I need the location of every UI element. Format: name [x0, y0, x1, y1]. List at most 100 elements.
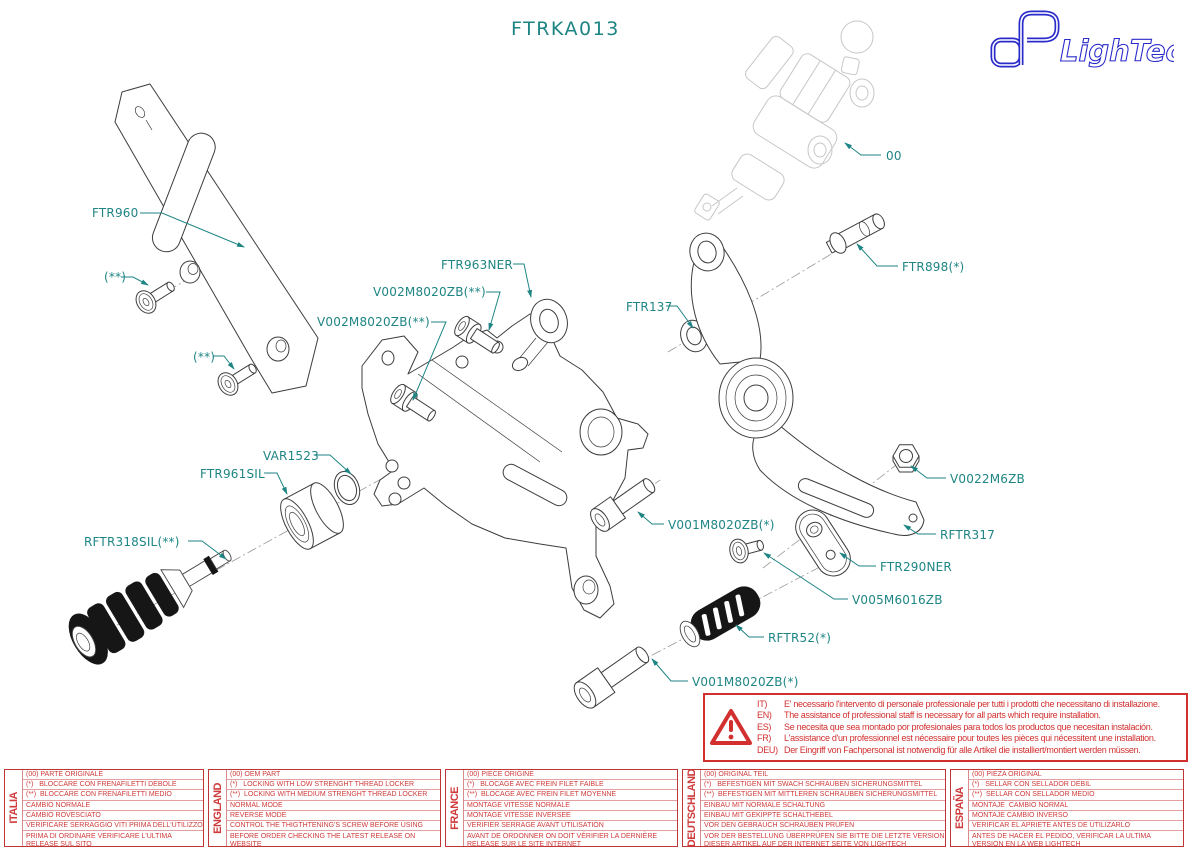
- lang-table-france: FRANCE(00) PIECE ORIGINE(*) BLOCAGE AVEC…: [445, 769, 678, 847]
- part-label: V002M8020ZB(**): [373, 285, 486, 299]
- flat-screw-art: [729, 538, 764, 564]
- part-label: FTR961SIL: [200, 467, 265, 481]
- leader-line: [666, 305, 694, 329]
- warning-line: IT) E' necessario l'intervento di persona…: [757, 699, 1186, 710]
- oring-art: [333, 471, 361, 505]
- lang-table-title: FRANCE: [446, 770, 464, 846]
- legend-note: PRIMA DI ORDINARE VERIFICARE L'ULTIMA RE…: [26, 833, 172, 846]
- pedal-tip-art: [679, 586, 761, 648]
- lang-table-title: ENGLAND: [209, 770, 227, 846]
- lang-table-rows: (00) PARTE ORIGINALE(*) BLOCCARE CON FRE…: [23, 770, 203, 846]
- legend-note: ANTES DE HACER EL PEDIDO, VERIFICAR LA U…: [972, 833, 1151, 846]
- part-label: FTR290NER: [880, 560, 952, 574]
- leader-line: [651, 658, 688, 682]
- legend-row: (00) PIECE ORIGINE: [464, 770, 677, 781]
- legend-row: MONTAJE CAMBIO NORMAL: [969, 801, 1183, 811]
- warning-line: ES)Se necesita que sea montado por profe…: [757, 722, 1186, 733]
- legend-row: (**) BEFESTIGEN MIT MITTLEREN SCHRAUBEN …: [701, 790, 945, 801]
- shift-lever-art: [689, 232, 925, 536]
- legend-row: CAMBIO NORMALE: [23, 801, 203, 811]
- leader-line: [213, 355, 235, 370]
- leader-line: [316, 454, 352, 475]
- cap-screw-art: [590, 478, 656, 532]
- leader-line: [121, 276, 149, 286]
- legend-row: CONTROL THE THIGTHTENING'S SCREW BEFORE …: [227, 821, 440, 832]
- warning-line: EN)The assistance of professional staff …: [757, 710, 1186, 721]
- legend-note: BEFORE ORDER CHECKING THE LATEST RELEASE…: [230, 833, 416, 846]
- drawing-code-title: FTRKA013: [511, 18, 620, 40]
- legend-row: VERIFIER SERRAGE AVANT UTILISATION: [464, 821, 677, 832]
- leader-line: [763, 552, 848, 600]
- warning-text-lines: IT) E' necessario l'intervento di persona…: [757, 699, 1186, 756]
- countersunk-screw-art: [217, 363, 257, 396]
- socket-screw-art: [454, 315, 500, 354]
- lightech-monogram-icon: [990, 10, 1060, 68]
- legend-row: (00) PARTE ORIGINALE: [23, 770, 203, 781]
- legend-row: VERIFICAR EL APRIETE ANTES DE UTILIZARLO: [969, 821, 1183, 832]
- lang-table-title: DEUTSCHLAND: [683, 769, 701, 847]
- footpeg-art: [68, 549, 232, 665]
- legend-row: VERIFICARE SERRAGGIO VITI PRIMA DELL'UTI…: [23, 821, 203, 832]
- legend-note: AVANT DE ORDONNER ON DOIT VÉRIFIER LA DE…: [467, 833, 658, 846]
- leader-line: [903, 524, 936, 535]
- legend-row: (**) BLOCCARE CON FRENAFILETTI MEDIO: [23, 790, 203, 801]
- part-label: FTR137: [626, 300, 672, 314]
- exploded-parts-diagram: FTR960(**)(**)V002M8020ZB(**)V002M8020ZB…: [68, 20, 1025, 709]
- legend-row: (**) SELLAR CON SELLADOR MEDIO: [969, 790, 1183, 801]
- legend-row: EINBAU MIT NORMALE SCHALTUNG: [701, 801, 945, 811]
- legend-row: (*) BEFESTIGEN MIT SWACH SCHRAUBEN SICHE…: [701, 780, 945, 791]
- roller-art: [280, 482, 344, 550]
- legend-row: (00) PIEZA ORIGINAL: [969, 770, 1183, 781]
- hex-nut-art: [892, 444, 920, 473]
- lang-table-rows: (00) PIEZA ORIGINAL(*) SELLAR CON SELLAD…: [969, 770, 1183, 846]
- warning-lang-prefix: DEU): [757, 744, 778, 755]
- legend-row: (*) BLOCCARE CON FRENAFILETTI DEBOLE: [23, 780, 203, 791]
- warning-lang-prefix: FR): [757, 733, 772, 744]
- lang-table-españa: ESPAÑA(00) PIEZA ORIGINAL(*) SELLAR CON …: [950, 769, 1184, 847]
- legend-row: (*) LOCKING WITH LOW STRENGHT THREAD LOC…: [227, 780, 440, 791]
- installation-warning-box: IT) E' necessario l'intervento di persona…: [703, 693, 1188, 762]
- heel-guard-art: [114, 83, 319, 394]
- main-bracket-art: [361, 313, 649, 619]
- part-label: V005M6016ZB: [852, 593, 943, 607]
- legend-row: (00) ORIGINAL TEIL: [701, 770, 945, 781]
- lang-table-rows: (00) OEM PART(*) LOCKING WITH LOW STRENG…: [227, 770, 440, 846]
- leader-line: [264, 472, 288, 495]
- warning-lang-prefix: ES): [757, 721, 772, 732]
- lang-table-italia: ITALIA(00) PARTE ORIGINALE(*) BLOCCARE C…: [4, 769, 204, 847]
- pivot-pin-art: [825, 213, 885, 254]
- legend-tables: ITALIA(00) PARTE ORIGINALE(*) BLOCCARE C…: [4, 769, 1184, 847]
- lang-table-deutschland: DEUTSCHLAND(00) ORIGINAL TEIL(*) BEFESTI…: [682, 769, 946, 847]
- legend-row: MONTAGE VITESSE NORMALE: [464, 801, 677, 811]
- legend-row: EINBAU MIT GEKIPPTE SCHALTHEBEL: [701, 811, 945, 821]
- warning-text: E' necessario l'intervento di personale …: [784, 698, 1160, 709]
- legend-row: NORMAL MODE: [227, 801, 440, 811]
- part-label: V0022M6ZB: [950, 472, 1025, 486]
- lang-table-title: ITALIA: [5, 770, 23, 846]
- legend-row: REVERSE MODE: [227, 811, 440, 821]
- warning-text: The assistance of professional staff is …: [784, 710, 1101, 721]
- part-label: RFTR317: [940, 528, 995, 542]
- legend-row: (*) SELLAR CON SELLADOR DEBIL: [969, 780, 1183, 791]
- part-labels-layer: FTR960(**)(**)V002M8020ZB(**)V002M8020ZB…: [84, 142, 1025, 689]
- part-label: VAR1523: [263, 449, 319, 463]
- leader-line: [839, 552, 876, 567]
- warning-line: FR)L'assistance d'un professionnel est n…: [757, 733, 1186, 744]
- part-label: (**): [104, 270, 126, 284]
- leader-line: [844, 142, 881, 156]
- socket-screw-art: [390, 383, 436, 422]
- lightech-logo: LighTech: [990, 10, 1174, 69]
- part-label: FTR963NER: [441, 258, 513, 272]
- part-label: V002M8020ZB(**): [317, 315, 430, 329]
- legend-note: VOR DER BESTELLUNG ÜBERPRÜFEN SIE BITTE …: [704, 833, 945, 846]
- lang-table-rows: (00) PIECE ORIGINE(*) BLOCAGE AVEC FREIN…: [464, 770, 677, 846]
- warning-triangle-icon: [705, 707, 757, 749]
- warning-lang-prefix: IT): [757, 698, 768, 709]
- leader-line: [735, 624, 764, 638]
- leader-line: [486, 291, 501, 331]
- part-label: FTR960: [92, 206, 138, 220]
- lang-table-england: ENGLAND(00) OEM PART(*) LOCKING WITH LOW…: [208, 769, 441, 847]
- leader-line: [412, 321, 447, 401]
- part-label: V001M8020ZB(*): [692, 675, 799, 689]
